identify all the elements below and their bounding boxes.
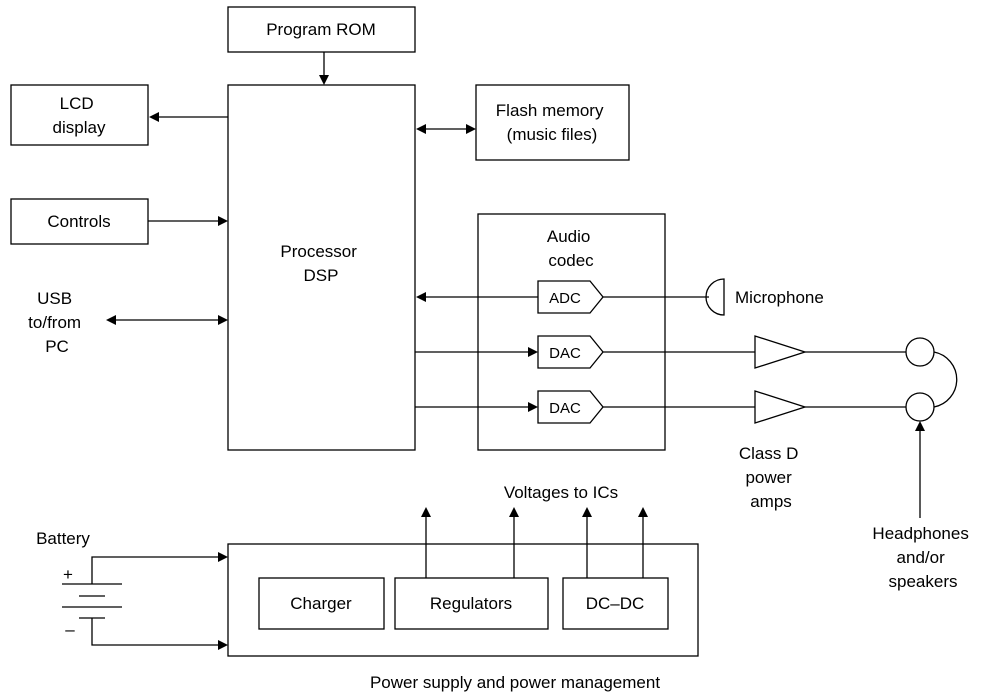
dcdc-label: DC–DC: [586, 594, 645, 613]
lcd-display-block: [10, 84, 149, 146]
headphone-1-icon: [905, 337, 935, 367]
battery-label: Battery: [36, 529, 90, 548]
regulators-label: Regulators: [430, 594, 512, 613]
usb-arrow-right: [218, 315, 228, 325]
charger-block: [258, 577, 385, 630]
power-supply-label: Power supply and power management: [370, 673, 660, 692]
program-rom-label: Program ROM: [266, 20, 376, 39]
controls-label: Controls: [47, 212, 110, 231]
usb-arrow-left: [106, 315, 116, 325]
processor-label: Processor DSP: [280, 242, 361, 285]
headphones-label: Headphones and/or speakers: [872, 524, 973, 591]
processor-dsp-block: [227, 84, 416, 451]
regulators-output-arrow-1: [421, 507, 431, 517]
headphone-band-icon: [933, 351, 958, 408]
charger-label: Charger: [290, 594, 352, 613]
audio-codec-label: Audio codec: [547, 227, 595, 270]
regulators-output-arrow-2: [509, 507, 519, 517]
headphone-2-icon: [905, 392, 935, 422]
program-rom-block: [227, 6, 416, 53]
controls-to-processor-arrow: [218, 216, 228, 226]
dac-label-2: DAC: [549, 400, 581, 417]
amp-2-icon: [754, 390, 808, 424]
microphone-icon: [705, 278, 725, 316]
lcd-display-label: LCD display: [53, 94, 106, 137]
usb-label: USB to/from PC: [28, 289, 86, 356]
amp-1-icon: [754, 335, 808, 369]
processor-to-lcd-arrow: [149, 112, 159, 122]
flash-arrow-right: [466, 124, 476, 134]
processor-to-dac2-arrow: [528, 402, 538, 412]
rom-to-processor-arrow: [319, 75, 329, 85]
class-d-amps-label: Class D power amps: [739, 444, 803, 511]
flash-memory-block: [475, 84, 630, 161]
dac-block-2: [537, 390, 604, 424]
dcdc-output-arrow-1: [582, 507, 592, 517]
microphone-label: Microphone: [735, 288, 824, 307]
battery-minus-wire: [91, 618, 219, 646]
battery-icon: [62, 583, 122, 619]
dcdc-block: [562, 577, 669, 630]
battery-minus-label: –: [65, 620, 75, 639]
battery-plus-wire: [91, 556, 219, 584]
flash-arrow-left: [416, 124, 426, 134]
battery-minus-arrow: [218, 640, 228, 650]
dcdc-output-arrow-2: [638, 507, 648, 517]
battery-plus-label: +: [63, 565, 73, 584]
dac-label-1: DAC: [549, 345, 581, 362]
headphones-pointer-arrow: [915, 421, 925, 431]
adc-block: [537, 280, 604, 314]
processor-to-dac1-arrow: [528, 347, 538, 357]
voltages-to-ics-label: Voltages to ICs: [504, 483, 618, 502]
adc-label: ADC: [549, 290, 581, 307]
flash-memory-label: Flash memory (music files): [496, 101, 608, 144]
dac-block-1: [537, 335, 604, 369]
regulators-block: [394, 577, 549, 630]
controls-block: [10, 198, 149, 245]
battery-plus-arrow: [218, 552, 228, 562]
adc-to-processor-arrow: [416, 292, 426, 302]
